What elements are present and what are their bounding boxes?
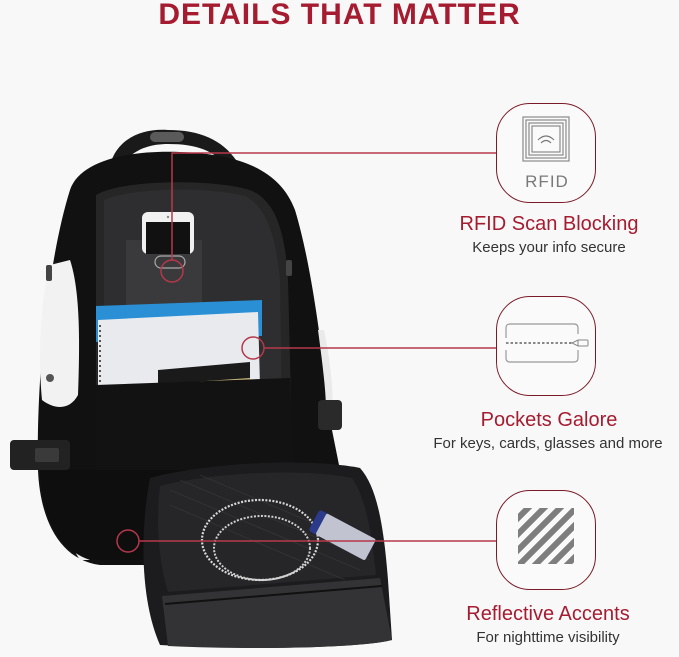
feature-title: Pockets Galore [480, 409, 618, 431]
reflective-stripes-icon [518, 508, 574, 564]
feature-title: Reflective Accents [466, 603, 630, 625]
feature-subtitle: For keys, cards, glasses and more [433, 435, 663, 452]
feature-subtitle: Keeps your info secure [472, 239, 626, 256]
reflective-icon-box [496, 490, 596, 590]
zipper-pocket-icon [505, 323, 589, 363]
feature-subtitle: For nighttime visibility [476, 629, 620, 646]
rfid-icon-box: RFID [496, 103, 596, 203]
feature-title: RFID Scan Blocking [459, 213, 639, 235]
page-title: DETAILS THAT MATTER [158, 0, 521, 31]
rfid-icon-label: RFID [525, 172, 569, 191]
rfid-icon [522, 116, 570, 162]
pocket-icon-box [496, 296, 596, 396]
